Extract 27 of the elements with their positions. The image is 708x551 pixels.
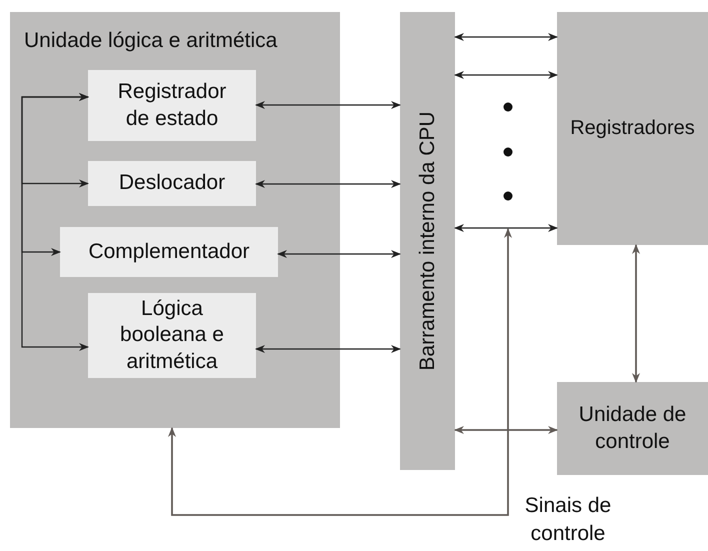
component-box bbox=[60, 227, 278, 277]
component-box bbox=[557, 382, 708, 475]
component-box bbox=[557, 12, 708, 245]
box-label: Lógica booleana e aritmética bbox=[119, 296, 225, 375]
arrow bbox=[168, 228, 512, 516]
arrow bbox=[255, 101, 401, 109]
component-box bbox=[88, 161, 256, 206]
arrow bbox=[454, 33, 558, 41]
bus-label: Barramento interno da CPU bbox=[416, 111, 440, 371]
arrow bbox=[21, 93, 89, 351]
arrow bbox=[255, 180, 401, 188]
box-label: Deslocador bbox=[118, 170, 226, 196]
arrow bbox=[632, 244, 640, 383]
arrow bbox=[454, 426, 558, 434]
box-label: Registradores bbox=[570, 116, 695, 141]
box-label: Registrador de estado bbox=[116, 79, 228, 132]
arrow bbox=[454, 224, 558, 232]
arrow bbox=[277, 250, 401, 258]
component-box bbox=[88, 293, 256, 378]
arrow bbox=[255, 345, 401, 353]
box-label: Unidade de controle bbox=[578, 402, 688, 454]
unit-panel bbox=[10, 12, 340, 428]
box-label: Complementador bbox=[88, 238, 250, 265]
bus-bar bbox=[400, 12, 455, 470]
panel-heading: Unidade lógica e aritmética bbox=[24, 28, 278, 54]
arrow bbox=[454, 71, 558, 79]
component-box bbox=[88, 70, 256, 141]
